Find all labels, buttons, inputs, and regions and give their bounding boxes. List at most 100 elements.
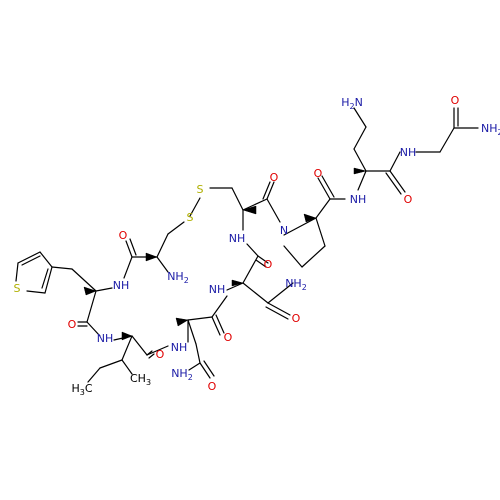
bond [99, 359, 123, 369]
bond [41, 268, 49, 289]
bond [266, 198, 281, 223]
atom-label-s2: S [187, 211, 194, 224]
bond [86, 290, 97, 323]
bond [315, 217, 326, 247]
bond [129, 238, 137, 256]
atom-label-nh2-cys1: NH2 [167, 270, 189, 285]
atom-label-h2n-top: H2N [341, 96, 363, 111]
atom-label-ch3-ile: CH3 [130, 372, 151, 387]
atom-label-o-ile: O [156, 348, 165, 361]
bond [187, 316, 213, 321]
bond [86, 321, 101, 337]
bond [215, 314, 225, 334]
atom-label-nh2-asn1: NH2 [285, 277, 307, 292]
atom-label-h3c-ile: H3C [71, 382, 92, 397]
bond [267, 282, 294, 304]
stereo-wedge [353, 167, 367, 175]
bond [283, 217, 317, 236]
atom-label-nh-ile: NH [97, 332, 114, 345]
bond [246, 243, 259, 257]
bond [315, 198, 331, 219]
bond [95, 287, 113, 292]
bond-layer [15, 107, 479, 383]
atom-label-nh2-gly: NH2 [481, 122, 500, 137]
bond [353, 107, 367, 128]
atom-label-nh-cys1: NH [113, 279, 130, 292]
atom-label-thiophene-s: S [14, 282, 21, 295]
bond [385, 172, 402, 195]
bond [121, 335, 133, 361]
bond [156, 233, 169, 258]
bond [21, 255, 41, 266]
bond [266, 181, 275, 200]
atom-label-o-cys2: O [270, 171, 279, 184]
atom-label-s1: S [197, 183, 204, 196]
atom-label-o-dab: O [404, 193, 413, 206]
bond [321, 175, 335, 198]
bond [146, 345, 169, 356]
bond [17, 251, 41, 264]
bond [71, 268, 97, 292]
bond [131, 335, 148, 356]
stereo-wedge [145, 252, 158, 262]
bond [353, 148, 367, 172]
stereo-wedge [231, 279, 244, 287]
atom-label-nh2-asn2: NH2 [171, 367, 193, 382]
atom-label-nh-dab: NH [350, 193, 367, 206]
bond [357, 170, 367, 191]
atom-label-o-thi: O [68, 318, 77, 331]
bond [26, 290, 46, 294]
bond [211, 295, 228, 318]
bond [15, 262, 19, 282]
bond [125, 240, 133, 258]
atom-label-o-cys1: O [119, 229, 128, 242]
atom-label-o-asn2: O [224, 331, 233, 344]
bond [39, 251, 53, 268]
atom-label-o-asn2-side: O [208, 380, 217, 393]
atom-label-nh-cys2: NH [229, 232, 246, 245]
bond [199, 362, 211, 379]
bond [353, 126, 367, 150]
bond [156, 256, 169, 273]
atom-label-o-asn1: O [264, 258, 273, 271]
atom-label-nh-asn2: NH [171, 341, 188, 354]
atom-label-o-gly: O [451, 94, 460, 107]
bond [87, 367, 101, 383]
bond [317, 177, 331, 200]
bond [439, 127, 455, 153]
bond [167, 221, 185, 235]
bond [211, 316, 221, 336]
bond [226, 282, 244, 291]
stereo-wedge [303, 213, 317, 223]
atom-label-o-pro: O [314, 167, 323, 180]
bond [195, 343, 201, 364]
bond [283, 245, 303, 268]
bond [187, 319, 197, 345]
bond [255, 259, 267, 268]
atom-label-nh-asn1: NH [209, 283, 226, 296]
atom-label-layer: S S S H2N NH2 O NH O NH O N O NH O NH2 O… [14, 94, 500, 397]
bond [242, 282, 269, 304]
bond [188, 362, 201, 371]
atom-label-n-pro: N [280, 224, 288, 237]
stereo-wedge [83, 286, 97, 296]
bond [389, 151, 401, 172]
bond [123, 256, 133, 279]
bond [203, 360, 215, 377]
bond [265, 306, 289, 320]
stereo-wedge [175, 317, 189, 327]
bond [257, 255, 269, 264]
bond [51, 266, 73, 270]
stereo-wedge [242, 205, 257, 215]
bond [44, 266, 53, 294]
stereo-wedge [121, 331, 133, 341]
bond [242, 198, 268, 211]
bond [267, 302, 291, 316]
bond [389, 170, 406, 193]
bond [189, 197, 201, 217]
bond [148, 353, 155, 359]
bond [121, 359, 133, 375]
bond [231, 187, 244, 211]
atom-label-nh-gly: NH [400, 146, 417, 159]
